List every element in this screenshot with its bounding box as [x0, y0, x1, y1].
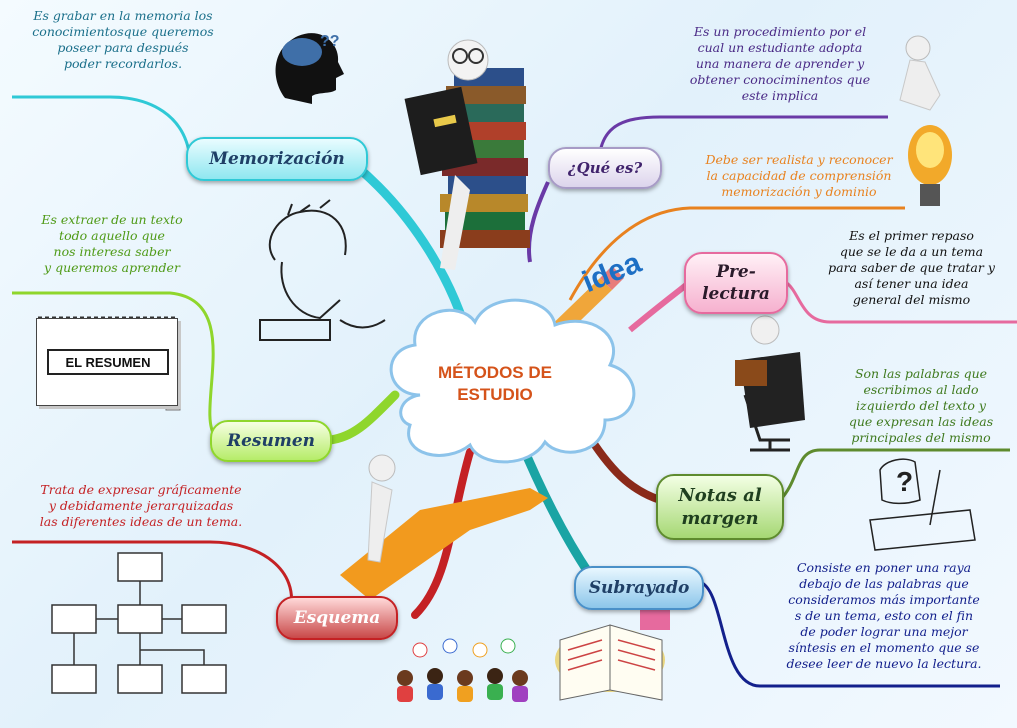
resumen-label: Resumen [226, 431, 316, 451]
prelectura-label-line1: Pre- [716, 262, 756, 282]
memorizacion-leader [12, 95, 192, 159]
que-es-description: Es un procedimiento por el cual un estud… [689, 24, 871, 103]
prelectura-node[interactable]: Pre- lectura [684, 252, 788, 314]
esquema-node[interactable]: Esquema [276, 596, 398, 640]
center-cloud [389, 298, 636, 464]
caracteristicas-description: Debe ser realista y reconocer la capacid… [705, 152, 893, 199]
notes-sketch-icon [869, 458, 976, 551]
que-es-trunk [527, 181, 550, 263]
subrayado-node[interactable]: Subrayado [574, 566, 704, 610]
que-es-label: ¿Qué es? [567, 159, 643, 177]
center-title-line1: MÉTODOS DE [438, 363, 552, 382]
esquema-label: Esquema [293, 608, 381, 628]
subrayado-description: Consiste en poner una raya debajo de las… [786, 560, 982, 671]
lightbulb-figure-icon [899, 35, 952, 206]
subrayado-leader [699, 580, 1000, 688]
que-es-leader [598, 115, 888, 153]
resumen-description: Es extraer de un texto todo aquello que … [41, 212, 183, 275]
thinker-arrows-icon [340, 454, 548, 600]
svg-text:??: ?? [320, 33, 340, 50]
que-es-node[interactable]: ¿Qué es? [548, 147, 662, 189]
notas-label-line1: Notas al [678, 485, 762, 506]
people-group-icon [397, 638, 528, 702]
open-book-icon [555, 610, 670, 701]
brain-head-icon: ?? [275, 33, 344, 104]
resumen-leader [12, 291, 217, 437]
chair-reader-icon [735, 315, 805, 452]
notas-description: Son las palabras que escribimos al lado … [848, 366, 994, 445]
resumen-node[interactable]: Resumen [210, 420, 332, 462]
center-title: MÉTODOS DE ESTUDIO [420, 362, 570, 406]
prelectura-leader [784, 280, 1017, 324]
subrayado-trunk [515, 435, 595, 580]
notas-leader [778, 448, 1010, 502]
center-title-line2: ESTUDIO [457, 385, 533, 404]
caracteristicas-leader [568, 206, 905, 301]
prelectura-label-line2: lectura [702, 284, 770, 304]
memorizacion-description: Es grabar en la memoria los conocimiento… [32, 8, 214, 71]
memorizacion-label: Memorización [209, 149, 345, 169]
resumen-notebook: EL RESUMEN [36, 318, 178, 406]
subrayado-label: Subrayado [588, 578, 690, 598]
resumen-trunk [325, 390, 400, 445]
question-mark-icon: ? [896, 466, 914, 497]
books-figure-icon [404, 39, 530, 270]
notas-label-line2: margen [681, 508, 759, 529]
esquema-trunk [411, 448, 474, 619]
scheme-diagram-icon [51, 552, 227, 694]
reader-sketch-icon [259, 199, 386, 341]
esquema-description: Trata de expresar gráficamente y debidam… [39, 482, 243, 529]
resumen-sign-label: EL RESUMEN [47, 349, 169, 375]
prelectura-description: Es el primer repaso que se le da a un te… [828, 228, 995, 307]
memorizacion-node[interactable]: Memorización [186, 137, 368, 181]
notas-al-margen-node[interactable]: Notas al margen [656, 474, 784, 540]
